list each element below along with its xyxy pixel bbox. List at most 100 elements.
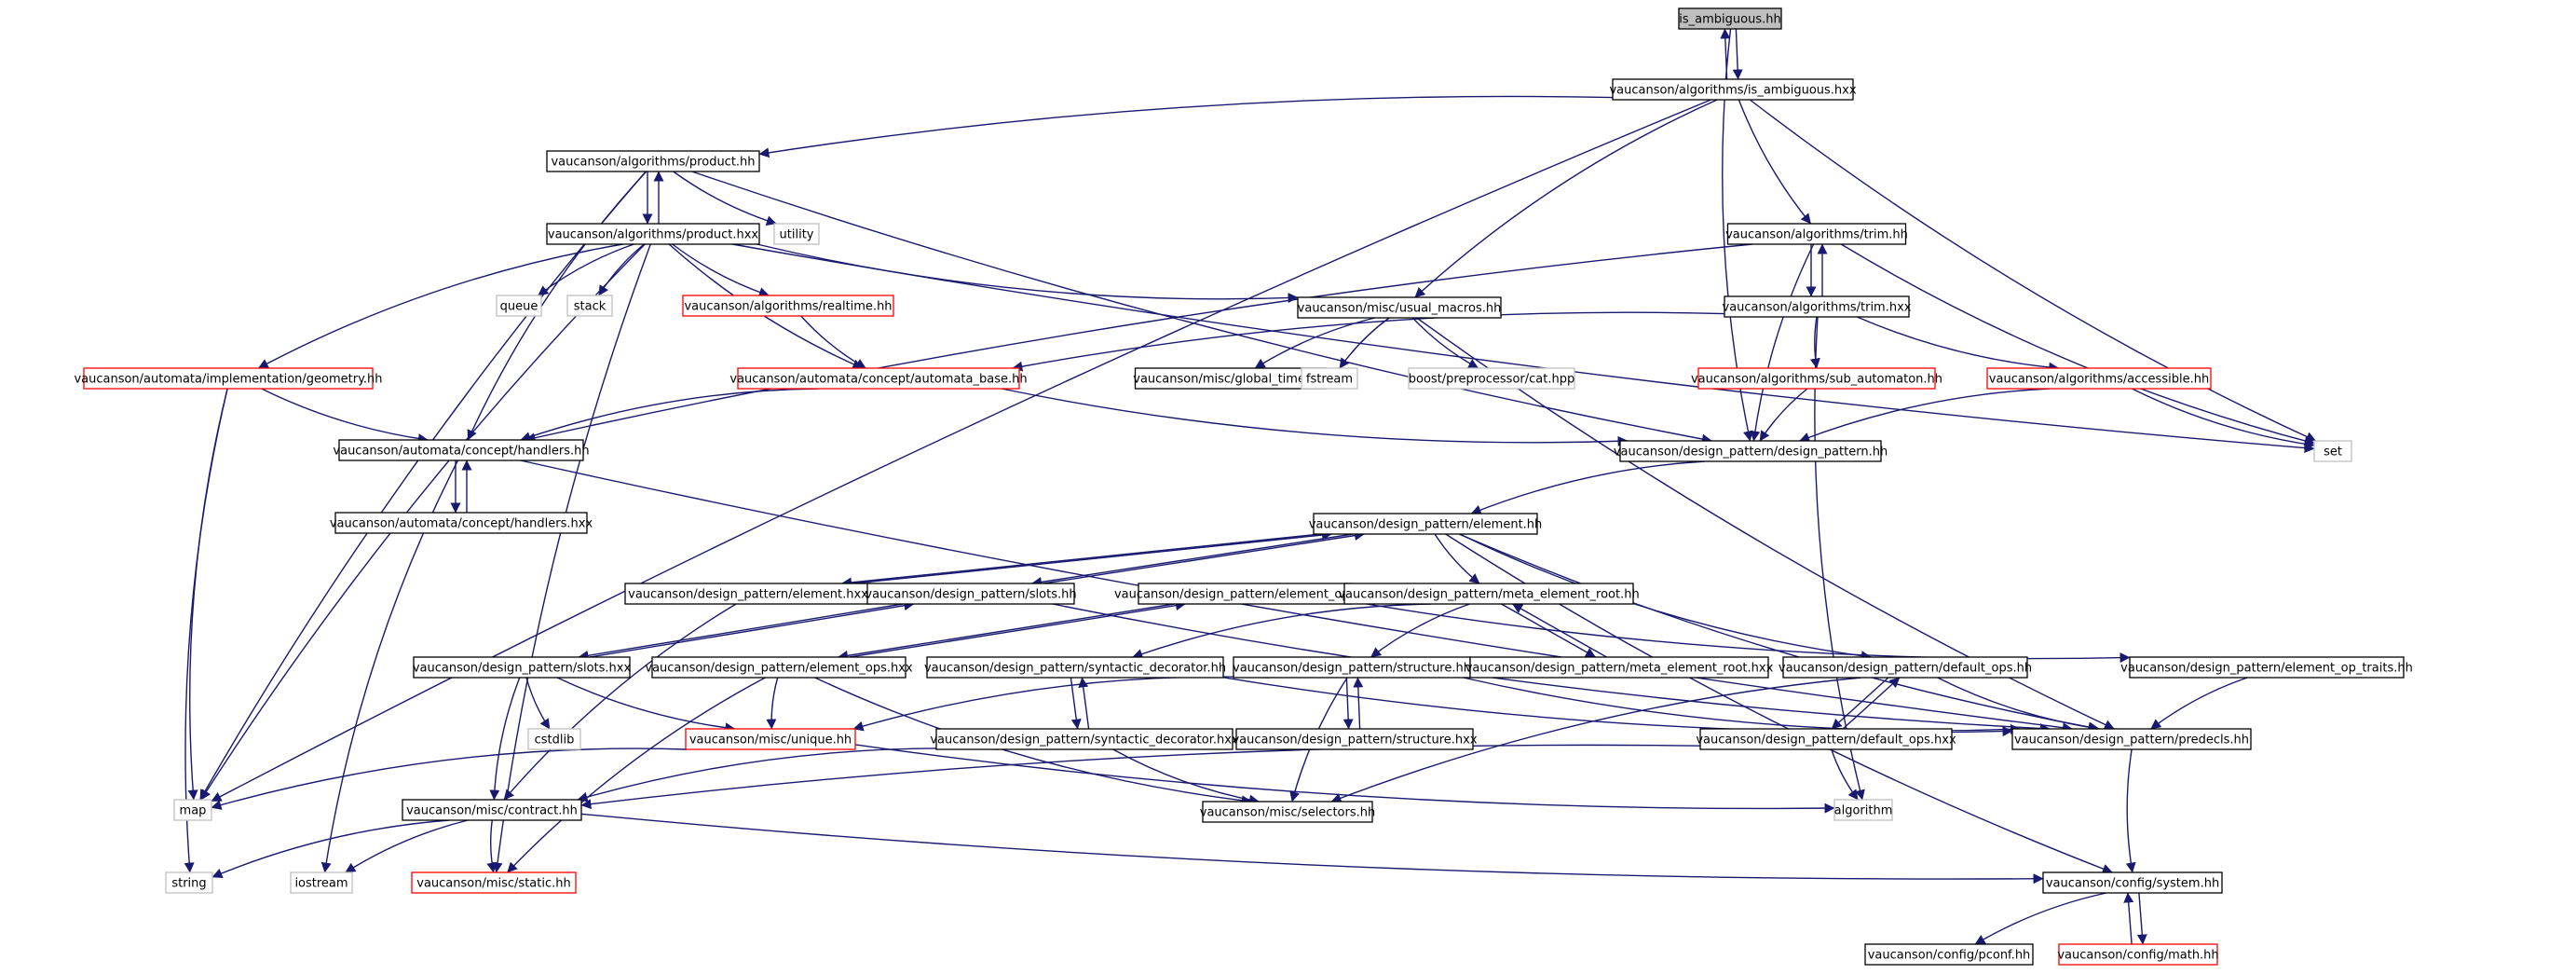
node-box[interactable]	[1986, 367, 2212, 390]
node-box[interactable]	[546, 223, 760, 245]
node-structure-hh[interactable]: vaucanson/design_pattern/structure.hh	[1233, 656, 1471, 679]
node-box[interactable]	[1408, 367, 1575, 390]
node-box[interactable]	[413, 656, 631, 679]
node-cstdlib[interactable]: cstdlib	[527, 728, 581, 750]
node-box[interactable]	[1782, 656, 2028, 679]
node-pconf-hh[interactable]: vaucanson/config/pconf.hh	[1864, 943, 2034, 966]
node-box[interactable]	[546, 150, 760, 172]
node-system-hh[interactable]: vaucanson/config/system.hh	[2042, 871, 2223, 894]
node-alg-realtime-hh[interactable]: vaucanson/algorithms/realtime.hh	[682, 295, 894, 317]
node-meta-element-root-hh[interactable]: vaucanson/design_pattern/meta_element_ro…	[1338, 583, 1640, 605]
node-box[interactable]	[2313, 440, 2352, 462]
node-handlers-hxx[interactable]: vaucanson/automata/concept/handlers.hxx	[330, 512, 593, 534]
node-box[interactable]	[1297, 296, 1502, 319]
node-box[interactable]	[1864, 943, 2034, 966]
node-syntactic-decorator-hxx[interactable]: vaucanson/design_pattern/syntactic_decor…	[930, 728, 1239, 750]
node-usual-macros-hh[interactable]: vaucanson/misc/usual_macros.hh	[1297, 296, 1502, 319]
node-syntactic-decorator-hh[interactable]: vaucanson/design_pattern/syntactic_decor…	[924, 656, 1226, 679]
node-box[interactable]	[1724, 295, 1910, 318]
node-alg-product-hh[interactable]: vaucanson/algorithms/product.hh	[546, 150, 760, 172]
node-alg-product-hxx[interactable]: vaucanson/algorithms/product.hxx	[546, 223, 760, 245]
node-box[interactable]	[1678, 7, 1782, 30]
node-fstream[interactable]: fstream	[1301, 367, 1358, 390]
node-box[interactable]	[566, 295, 613, 317]
node-alg-is-ambiguous-hxx[interactable]: vaucanson/algorithms/is_ambiguous.hxx	[1609, 78, 1857, 101]
node-box[interactable]	[496, 295, 542, 317]
edge-alg-is-ambiguous-hxx-to-is-ambiguous-hh	[1720, 28, 1731, 80]
node-stack[interactable]: stack	[566, 295, 613, 317]
node-box[interactable]	[1697, 367, 1936, 390]
node-global-timer-hh[interactable]: vaucanson/misc/global_timer.hh	[1133, 367, 1329, 390]
node-box[interactable]	[773, 223, 820, 245]
node-box[interactable]	[926, 656, 1224, 679]
node-box[interactable]	[1235, 728, 1474, 750]
node-boost-cat-hpp[interactable]: boost/preprocessor/cat.hpp	[1408, 367, 1575, 390]
node-element-ops-hh[interactable]: vaucanson/design_pattern/element_ops.hh	[1114, 583, 1375, 605]
node-box[interactable]	[682, 295, 894, 317]
node-box[interactable]	[334, 512, 588, 534]
node-algorithm[interactable]: algorithm	[1833, 799, 1893, 821]
node-box[interactable]	[402, 799, 582, 821]
node-contract-hh[interactable]: vaucanson/misc/contract.hh	[402, 799, 582, 821]
node-meta-element-root-hxx[interactable]: vaucanson/design_pattern/meta_element_ro…	[1465, 656, 1774, 679]
node-is-ambiguous-hh[interactable]: is_ambiguous.hh	[1678, 7, 1782, 30]
node-element-hh[interactable]: vaucanson/design_pattern/element.hh	[1309, 513, 1543, 535]
node-box[interactable]	[1833, 799, 1893, 821]
node-box[interactable]	[338, 439, 584, 461]
node-string[interactable]: string	[165, 871, 213, 894]
node-structure-hxx[interactable]: vaucanson/design_pattern/structure.hxx	[1232, 728, 1478, 750]
node-box[interactable]	[685, 728, 856, 750]
node-box[interactable]	[83, 367, 374, 390]
node-static-hh[interactable]: vaucanson/misc/static.hh	[411, 871, 577, 894]
node-predecls-hh[interactable]: vaucanson/design_pattern/predecls.hh	[2011, 728, 2252, 750]
node-box[interactable]	[1469, 656, 1769, 679]
node-box[interactable]	[1301, 367, 1358, 390]
node-element-ops-hxx[interactable]: vaucanson/design_pattern/element_ops.hxx	[645, 656, 913, 679]
node-default-ops-hh[interactable]: vaucanson/design_pattern/default_ops.hh	[1779, 656, 2032, 679]
node-box[interactable]	[651, 656, 906, 679]
node-slots-hh[interactable]: vaucanson/design_pattern/slots.hh	[865, 583, 1077, 605]
node-box[interactable]	[1726, 223, 1907, 245]
node-default-ops-hxx[interactable]: vaucanson/design_pattern/default_ops.hxx	[1696, 728, 1956, 750]
node-selectors-hh[interactable]: vaucanson/misc/selectors.hh	[1200, 801, 1375, 823]
node-map[interactable]: map	[173, 799, 212, 821]
node-math-hh[interactable]: vaucanson/config/math.hh	[2057, 943, 2219, 966]
node-handlers-hh[interactable]: vaucanson/automata/concept/handlers.hh	[333, 439, 590, 461]
node-accessible-hh[interactable]: vaucanson/algorithms/accessible.hh	[1986, 367, 2212, 390]
node-box[interactable]	[165, 871, 213, 894]
node-slots-hxx[interactable]: vaucanson/design_pattern/slots.hxx	[413, 656, 632, 679]
node-box[interactable]	[866, 583, 1075, 605]
node-box[interactable]	[1313, 513, 1538, 535]
node-box[interactable]	[1612, 78, 1854, 101]
edge-slots-hh-to-element-hh	[1043, 530, 1365, 584]
node-box[interactable]	[737, 367, 1020, 390]
node-box[interactable]	[1202, 801, 1373, 823]
node-element-op-traits-hh[interactable]: vaucanson/design_pattern/element_op_trai…	[2120, 656, 2413, 679]
node-box[interactable]	[1343, 583, 1634, 605]
node-box[interactable]	[935, 728, 1233, 750]
node-queue[interactable]: queue	[496, 295, 542, 317]
node-design-pattern-hh[interactable]: vaucanson/design_pattern/design_pattern.…	[1614, 440, 1888, 462]
node-box[interactable]	[1619, 440, 1882, 462]
node-box[interactable]	[2011, 728, 2252, 750]
node-box[interactable]	[173, 799, 212, 821]
node-box[interactable]	[2042, 871, 2223, 894]
node-utility[interactable]: utility	[773, 223, 820, 245]
node-box[interactable]	[2058, 943, 2218, 966]
edge-alg-product-hh-to-map	[199, 171, 647, 801]
node-box[interactable]	[1699, 728, 1953, 750]
node-box[interactable]	[290, 871, 353, 894]
node-sub-automaton-hh[interactable]: vaucanson/algorithms/sub_automaton.hh	[1691, 367, 1942, 390]
node-box[interactable]	[2129, 656, 2405, 679]
node-alg-trim-hh[interactable]: vaucanson/algorithms/trim.hh	[1725, 223, 1908, 245]
node-box[interactable]	[527, 728, 581, 750]
node-alg-trim-hxx[interactable]: vaucanson/algorithms/trim.hxx	[1723, 295, 1912, 318]
node-unique-hh[interactable]: vaucanson/misc/unique.hh	[685, 728, 856, 750]
node-set[interactable]: set	[2313, 440, 2352, 462]
node-box[interactable]	[411, 871, 577, 894]
node-geometry-hh[interactable]: vaucanson/automata/implementation/geomet…	[74, 367, 383, 390]
node-label: vaucanson/design_pattern/meta_element_ro…	[1338, 588, 1639, 602]
node-element-hxx[interactable]: vaucanson/design_pattern/element.hxx	[624, 583, 872, 605]
node-iostream[interactable]: iostream	[290, 871, 353, 894]
node-automata-base-hh[interactable]: vaucanson/automata/concept/automata_base…	[729, 367, 1028, 390]
